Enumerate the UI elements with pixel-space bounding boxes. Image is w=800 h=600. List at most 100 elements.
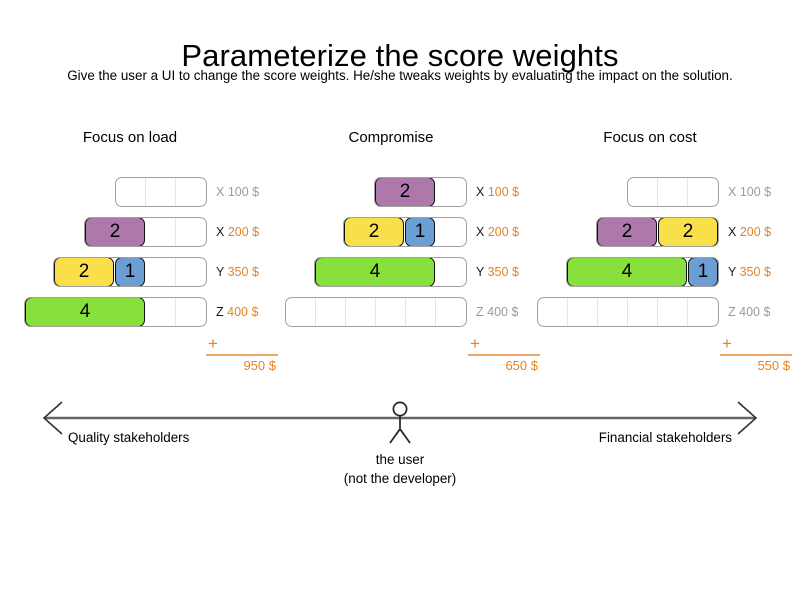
weight-slider-track[interactable]: 4 [314, 257, 467, 287]
row-cost-value: 350 $ [739, 265, 771, 279]
row-cost-value: 100 $ [487, 185, 520, 199]
row-cost-value: 400 $ [739, 305, 771, 319]
empty-slot[interactable] [146, 258, 176, 286]
empty-slot[interactable] [598, 298, 628, 326]
weight-block[interactable]: 2 [658, 218, 718, 246]
weight-slider-track[interactable]: 2 [374, 177, 467, 207]
total-box: +950 $ [206, 334, 278, 373]
total-area: +650 $ [268, 334, 540, 373]
row-cost-value: 200 $ [227, 225, 260, 239]
row-cost-label: X 100 $ [728, 185, 792, 199]
empty-slot[interactable] [176, 178, 206, 206]
weight-row: X 100 $ [530, 172, 792, 212]
empty-slot[interactable] [538, 298, 568, 326]
empty-slot[interactable] [146, 178, 176, 206]
weight-row: 2 X 100 $ [268, 172, 540, 212]
row-cost-value: 350 $ [487, 265, 519, 279]
empty-slot[interactable] [658, 178, 688, 206]
weight-block[interactable]: 1 [405, 218, 435, 246]
empty-slot[interactable] [658, 298, 688, 326]
empty-slot[interactable] [176, 258, 206, 286]
row-key: Y [216, 265, 225, 279]
page-subtitle: Give the user a UI to change the score w… [67, 68, 733, 83]
weight-slider-track[interactable]: 2 [84, 217, 207, 247]
total-value: 550 $ [757, 358, 790, 373]
empty-slot[interactable] [176, 218, 206, 246]
total-divider [468, 354, 540, 356]
weight-block[interactable]: 4 [315, 258, 435, 286]
empty-slot[interactable] [436, 178, 466, 206]
row-key: Y [476, 265, 485, 279]
empty-slot[interactable] [628, 178, 658, 206]
empty-slot[interactable] [628, 298, 658, 326]
empty-slot[interactable] [146, 298, 176, 326]
row-cost-value: 100 $ [739, 185, 772, 199]
row-cost-label: X 100 $ [476, 185, 540, 199]
weight-block[interactable]: 2 [375, 178, 435, 206]
total-box: +650 $ [468, 334, 540, 373]
empty-slot[interactable] [436, 218, 466, 246]
empty-slot[interactable] [688, 178, 718, 206]
total-value: 950 $ [243, 358, 276, 373]
weight-block[interactable]: 4 [567, 258, 687, 286]
scenario-heading: Focus on cost [603, 129, 697, 146]
weight-block[interactable]: 2 [597, 218, 657, 246]
empty-slot[interactable] [146, 218, 176, 246]
plus-sign: + [208, 334, 218, 353]
plus-sign: + [722, 334, 732, 353]
user-stick-figure-icon [389, 401, 411, 444]
row-key: X [728, 225, 737, 239]
row-cost-value: 400 $ [227, 305, 259, 319]
weight-row: Z 400 $ [268, 292, 540, 332]
weight-block[interactable]: 2 [54, 258, 114, 286]
weight-block[interactable]: 2 [85, 218, 145, 246]
row-key: X [216, 225, 225, 239]
total-box: +550 $ [720, 334, 792, 373]
weight-slider-track[interactable] [115, 177, 207, 207]
weight-slider-track[interactable]: 4 [24, 297, 207, 327]
scenario-heading: Compromise [348, 129, 434, 146]
empty-slot[interactable] [286, 298, 316, 326]
row-cost-value: 350 $ [227, 265, 259, 279]
weight-block[interactable]: 4 [25, 298, 145, 326]
row-key: X [216, 185, 225, 199]
weight-row: X 100 $ [8, 172, 280, 212]
empty-slot[interactable] [176, 298, 206, 326]
empty-slot[interactable] [688, 298, 718, 326]
empty-slot[interactable] [406, 298, 436, 326]
empty-slot[interactable] [568, 298, 598, 326]
empty-slot[interactable] [316, 298, 346, 326]
total-area: +950 $ [8, 334, 280, 373]
weight-slider-track[interactable] [627, 177, 719, 207]
weight-block[interactable]: 1 [115, 258, 145, 286]
total-area: +550 $ [530, 334, 792, 373]
weight-block[interactable]: 2 [344, 218, 404, 246]
empty-slot[interactable] [116, 178, 146, 206]
user-caption-line-1: the user [375, 452, 425, 467]
user-caption-line-2: (not the developer) [343, 471, 457, 486]
row-cost-value: 100 $ [227, 185, 260, 199]
spectrum-left-label: Quality stakeholders [68, 430, 190, 445]
empty-slot[interactable] [436, 258, 466, 286]
row-key: Z [728, 305, 736, 319]
row-cost-value: 400 $ [487, 305, 519, 319]
empty-slot[interactable] [376, 298, 406, 326]
row-cost-label: X 200 $ [476, 225, 540, 239]
row-cost-label: X 100 $ [216, 185, 280, 199]
empty-slot[interactable] [346, 298, 376, 326]
weight-slider-track[interactable] [285, 297, 467, 327]
row-cost-value: 200 $ [487, 225, 520, 239]
weight-slider-track[interactable] [537, 297, 719, 327]
row-cost-label: Y 350 $ [476, 265, 540, 279]
empty-slot[interactable] [436, 298, 466, 326]
plus-sign: + [470, 334, 480, 353]
spectrum-right-label: Financial stakeholders [598, 430, 732, 445]
weight-block[interactable]: 1 [688, 258, 718, 286]
